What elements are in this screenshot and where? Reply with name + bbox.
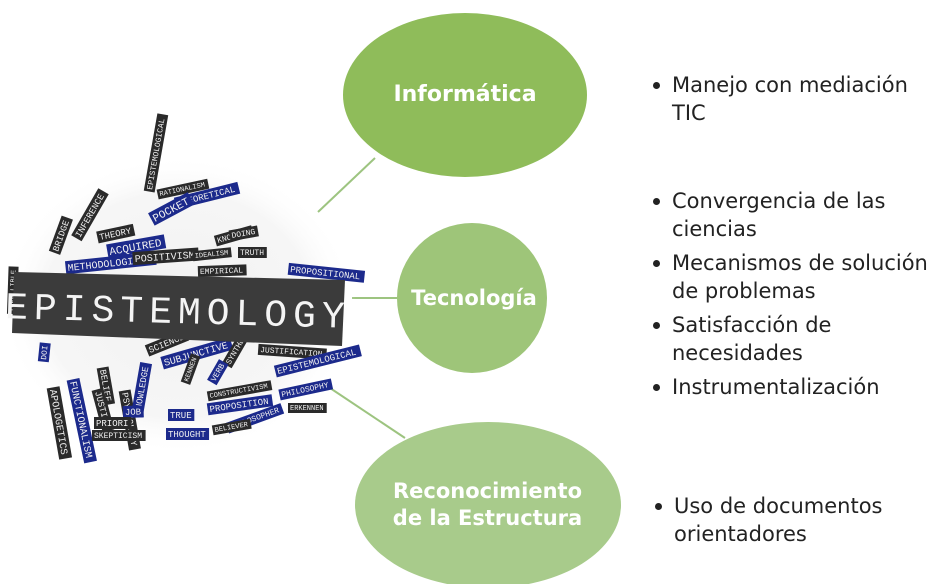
connector-informatica [317,157,376,213]
cloud-word-tag: SKEPTICISM [92,430,146,441]
svg-text:JOB: JOB [125,407,142,418]
bullet-item: Convergencia de las ciencias [650,188,934,244]
svg-text:THOUGHT: THOUGHT [168,430,206,440]
bullet-list-reconocimiento: Uso de documentos orientadores [652,493,934,555]
bullet-item: Manejo con mediación TIC [650,72,934,128]
node-informatica-label: Informática [393,81,537,107]
node-tecnologia-label: Tecnología [411,286,537,311]
main-word-text: EPISTEMOLOGY [5,287,352,340]
bullet-item: Uso de documentos orientadores [652,493,934,549]
svg-text:DOI: DOI [40,345,50,360]
cloud-word-tag: TRUE [168,409,195,421]
svg-text:TRUTH: TRUTH [240,249,264,258]
bullet-item: Satisfacción de necesidades [650,312,934,368]
svg-text:JUSTIFICATION: JUSTIFICATION [260,346,323,359]
cloud-word-tag: JUSTIFICATION [257,343,327,360]
bullet-list-informatica: Manejo con mediación TIC [650,72,934,134]
cloud-word-tag: IDEALISM [192,247,232,262]
main-word-banner: EPISTEMOLOGY [5,272,352,346]
epistemology-word-cloud: EPISTEMOLOGICALRATIONALISMTHEORETICALTHE… [0,113,366,464]
cloud-word-tag: POSITIVISM [132,247,200,266]
node-ellipses [343,13,621,584]
svg-text:PRIORI: PRIORI [96,419,128,429]
cloud-word-tag: EMPIRICAL [197,264,247,278]
bullet-item: Mecanismos de solución de problemas [650,250,934,306]
node-reconocimiento [355,422,621,584]
svg-text:ERKENNEN: ERKENNEN [290,405,324,413]
svg-text:IDEALISM: IDEALISM [194,250,228,261]
node-reconocimiento-label: Reconocimiento de la Estructura [392,478,583,530]
node-informatica [343,13,587,177]
cloud-word-tag: DOING [228,225,259,242]
svg-text:DOING: DOING [231,228,256,241]
connectors [317,157,406,439]
cloud-word-tag: PRIORI [94,417,132,429]
cloud-word-tag: DOI [37,342,51,363]
cloud-word-tag: ERKENNEN [288,403,327,413]
bullet-item: Instrumentalización [650,374,934,402]
cloud-word-tag: TRUTH [238,247,267,258]
svg-text:EMPIRICAL: EMPIRICAL [200,266,244,277]
svg-text:TRUE: TRUE [170,411,192,421]
connector-reconocimiento [329,387,406,439]
svg-text:SKEPTICISM: SKEPTICISM [94,432,142,441]
cloud-word-tag: JOB [122,405,144,419]
svg-text:POSITIVISM: POSITIVISM [135,251,196,266]
cloud-word-tag: THOUGHT [166,428,210,440]
node-tecnologia [397,223,547,373]
bullet-list-tecnologia: Convergencia de las ciencias Mecanismos … [650,188,934,407]
